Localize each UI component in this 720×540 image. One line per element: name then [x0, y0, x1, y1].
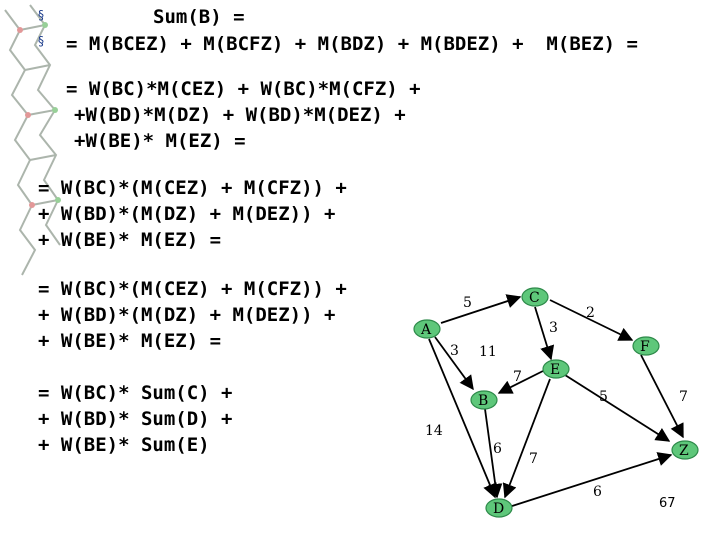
node-B: B	[470, 390, 498, 410]
edge-C-F	[549, 299, 634, 341]
edge-D-Z	[508, 452, 673, 508]
weight-A-C: 5	[463, 295, 472, 311]
weight-F-Z: 7	[679, 389, 688, 405]
node-D: D	[485, 498, 513, 518]
text-line-11: + W(BE)* M(EZ) =	[38, 330, 222, 352]
edge-E-D	[502, 378, 551, 499]
edge-A-B	[434, 336, 474, 391]
text-line-8: + W(BE)* M(EZ) =	[38, 229, 222, 251]
page-number: 67	[659, 496, 676, 511]
node-label-B: B	[478, 393, 488, 409]
node-E: E	[542, 359, 570, 379]
node-F: F	[632, 336, 660, 356]
edge-C-E	[534, 306, 555, 361]
bullet-1: §	[38, 8, 44, 22]
text-line-2: = M(BCEZ) + M(BCFZ) + M(BDZ) + M(BDEZ) +…	[66, 33, 638, 55]
graph-nodes: A C F E B Z D	[413, 287, 699, 518]
weight-A-D: 14	[425, 423, 443, 439]
weight-B-D: 6	[493, 441, 502, 457]
node-label-E: E	[550, 362, 560, 378]
text-line-13: + W(BD)* Sum(D) +	[38, 408, 233, 430]
node-label-A: A	[420, 322, 432, 338]
text-line-3: = W(BC)*M(CEZ) + W(BC)*M(CFZ) +	[66, 78, 421, 100]
edge-B-D	[484, 408, 503, 499]
text-line-10: + W(BD)*(M(DZ) + M(DEZ)) +	[38, 304, 336, 326]
edge-weights: 5 2 3 3 11 7 5 7 14 6 7 6	[425, 295, 688, 500]
edge-A-D	[428, 338, 497, 499]
text-line-6: = W(BC)*(M(CEZ) + M(CFZ)) +	[38, 177, 347, 199]
weight-A-B: 3	[450, 343, 459, 359]
weighted-graph: A C F E B Z D 5 2 3 3 11 7	[413, 287, 699, 518]
node-C: C	[521, 287, 549, 307]
edge-E-B	[497, 370, 544, 394]
text-line-14: + W(BE)* Sum(E)	[38, 434, 210, 456]
text-line-4: +W(BD)*M(DZ) + W(BD)*M(DEZ) +	[74, 104, 406, 126]
text-line-12: = W(BC)* Sum(C) +	[38, 382, 233, 404]
text-line-7: + W(BD)*(M(DZ) + M(DEZ)) +	[38, 203, 336, 225]
edge-A-C	[440, 294, 522, 324]
node-label-C: C	[529, 290, 540, 306]
bullet-2: §	[38, 34, 44, 48]
node-label-F: F	[640, 339, 650, 355]
molecule-decoration	[4, 4, 61, 276]
text-line-1: Sum(B) =	[153, 6, 245, 28]
weight-A-E: 11	[479, 344, 497, 360]
edge-E-Z	[564, 374, 671, 442]
weight-D-Z: 6	[593, 484, 602, 500]
weight-E-Z: 5	[599, 389, 608, 405]
text-line-9: = W(BC)*(M(CEZ) + M(CFZ)) +	[38, 278, 347, 300]
node-Z: Z	[671, 440, 699, 460]
weight-C-F: 2	[586, 305, 595, 321]
weight-E-D: 7	[529, 451, 538, 467]
node-label-Z: Z	[679, 443, 689, 459]
text-line-5: +W(BE)* M(EZ) =	[74, 130, 246, 152]
weight-E-B: 7	[513, 369, 522, 385]
edge-F-Z	[640, 354, 684, 439]
weight-C-E: 3	[549, 320, 558, 336]
node-label-D: D	[493, 501, 504, 517]
node-A: A	[413, 319, 441, 339]
